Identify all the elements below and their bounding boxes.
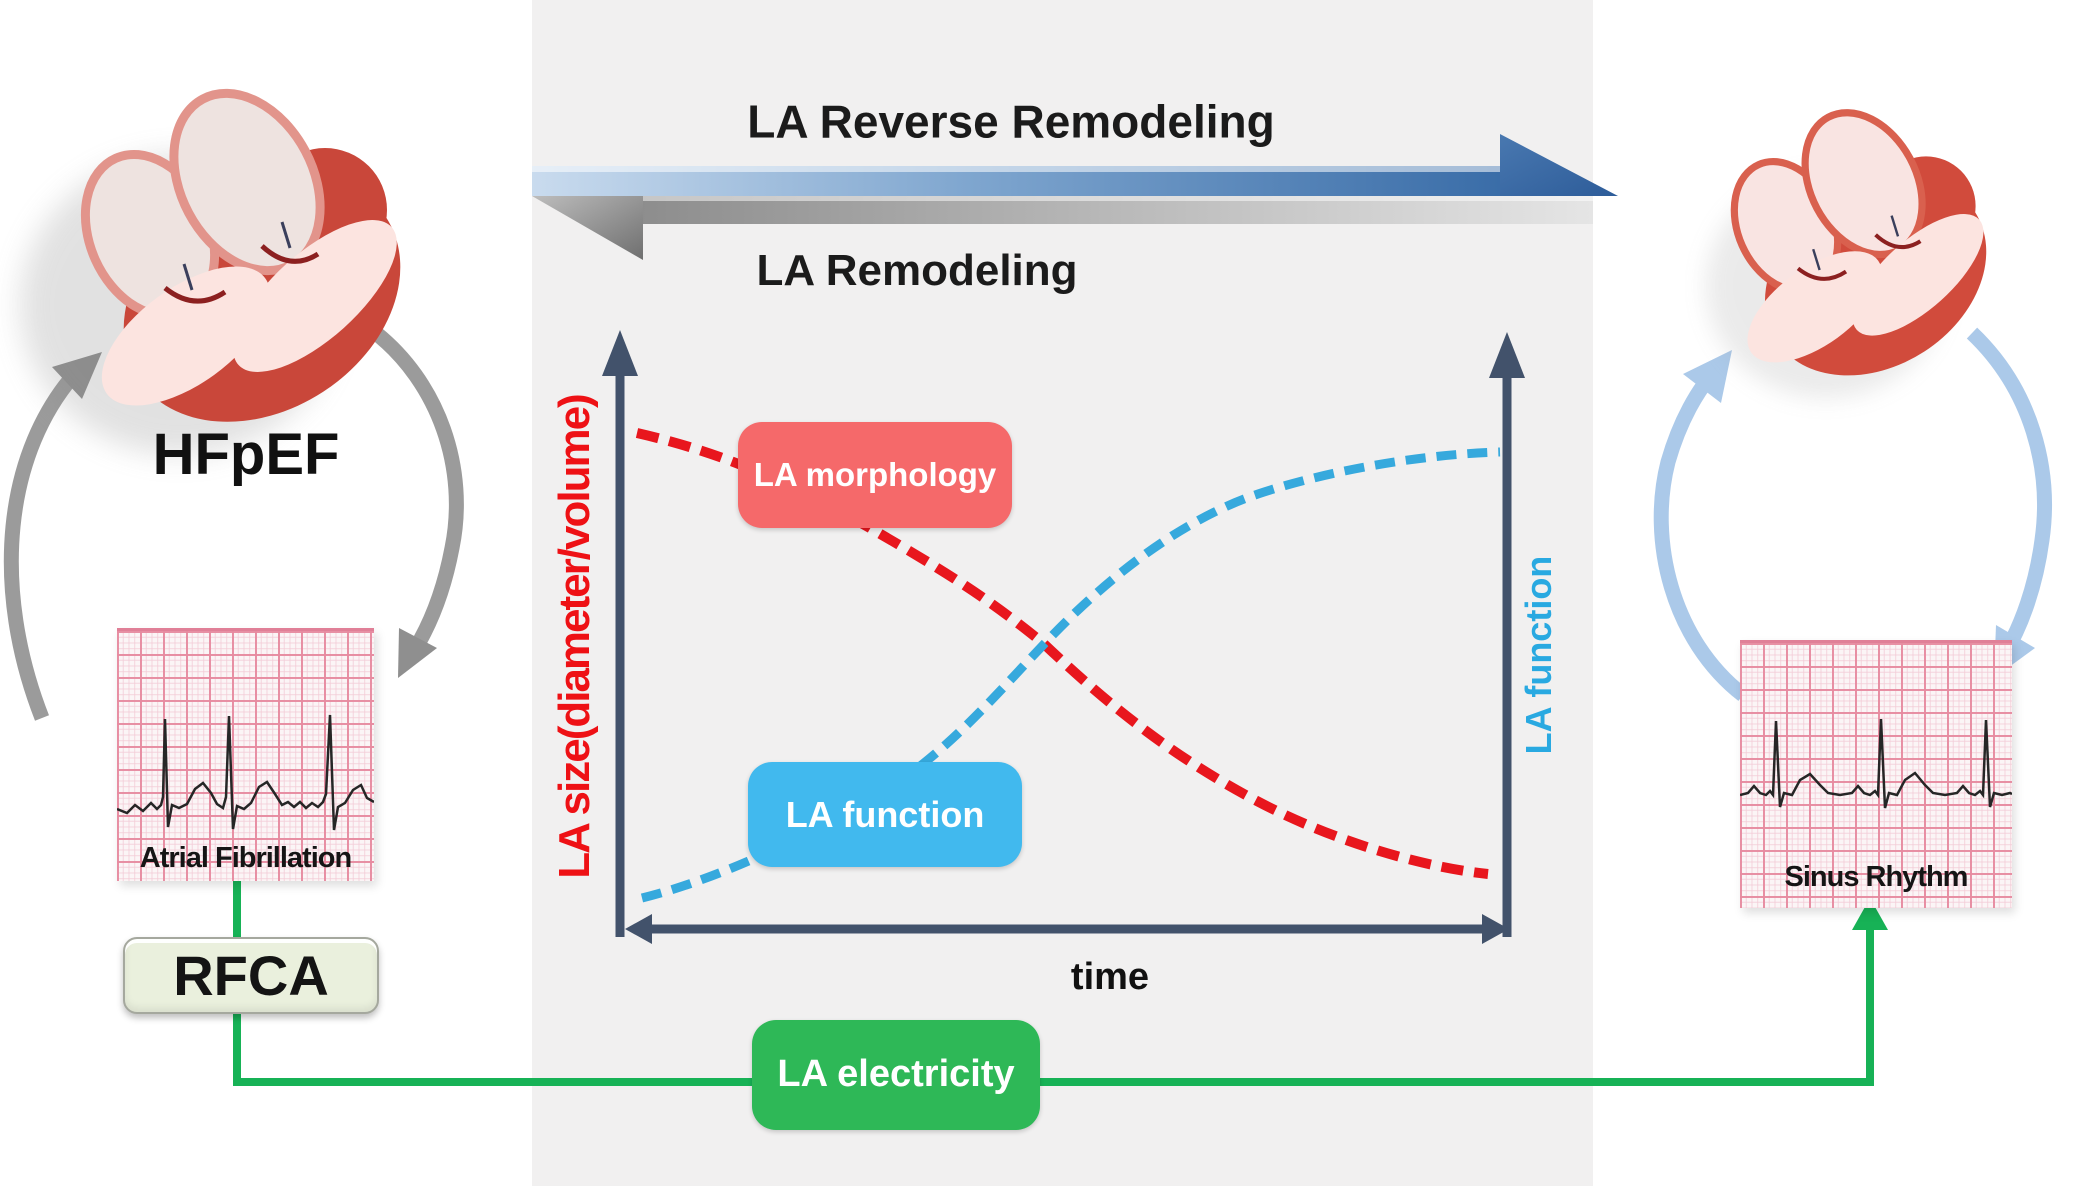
la-electricity-chip: LA electricity xyxy=(752,1020,1040,1130)
rfca-to-sinus-connector xyxy=(233,879,1874,1086)
sinus-rhythm-label: Sinus Rhythm xyxy=(1784,861,1969,893)
sinus-rhythm-ecg: Sinus Rhythm xyxy=(1740,640,2012,908)
la-function-chip: LA function xyxy=(748,762,1022,867)
connector-arrowhead-icon xyxy=(1852,898,1888,930)
atrial-fibrillation-ecg: Atrial Fibrillation xyxy=(117,628,374,881)
af-ecg-trace xyxy=(117,714,374,831)
sinus-heart-cycle-arrows xyxy=(1653,327,2052,701)
banner-title-reverse-remodeling: LA Reverse Remodeling xyxy=(747,95,1275,148)
reverse-remodeling-arrow xyxy=(532,134,1618,196)
sinus-ecg-trace xyxy=(1740,718,2012,809)
rfca-box: RFCA xyxy=(123,937,379,1014)
la-morphology-chip: LA morphology xyxy=(738,422,1012,528)
chart-axes xyxy=(615,374,1512,937)
hfpef-label: HFpEF xyxy=(152,422,340,488)
heart-illustration-normal xyxy=(1706,109,1987,398)
x-axis-label-time: time xyxy=(1070,956,1150,999)
banner-title-remodeling: LA Remodeling xyxy=(756,245,1078,295)
chart-axis-arrowheads xyxy=(602,330,1525,944)
atrial-fibrillation-label: Atrial Fibrillation xyxy=(139,842,352,874)
heart-illustration-hfpef xyxy=(20,88,401,455)
remodeling-arrow xyxy=(532,196,1593,260)
y-axis-label-la-size: LA size(diameter/volume) xyxy=(549,395,599,879)
y-axis-label-la-function: LA function xyxy=(1518,555,1560,755)
